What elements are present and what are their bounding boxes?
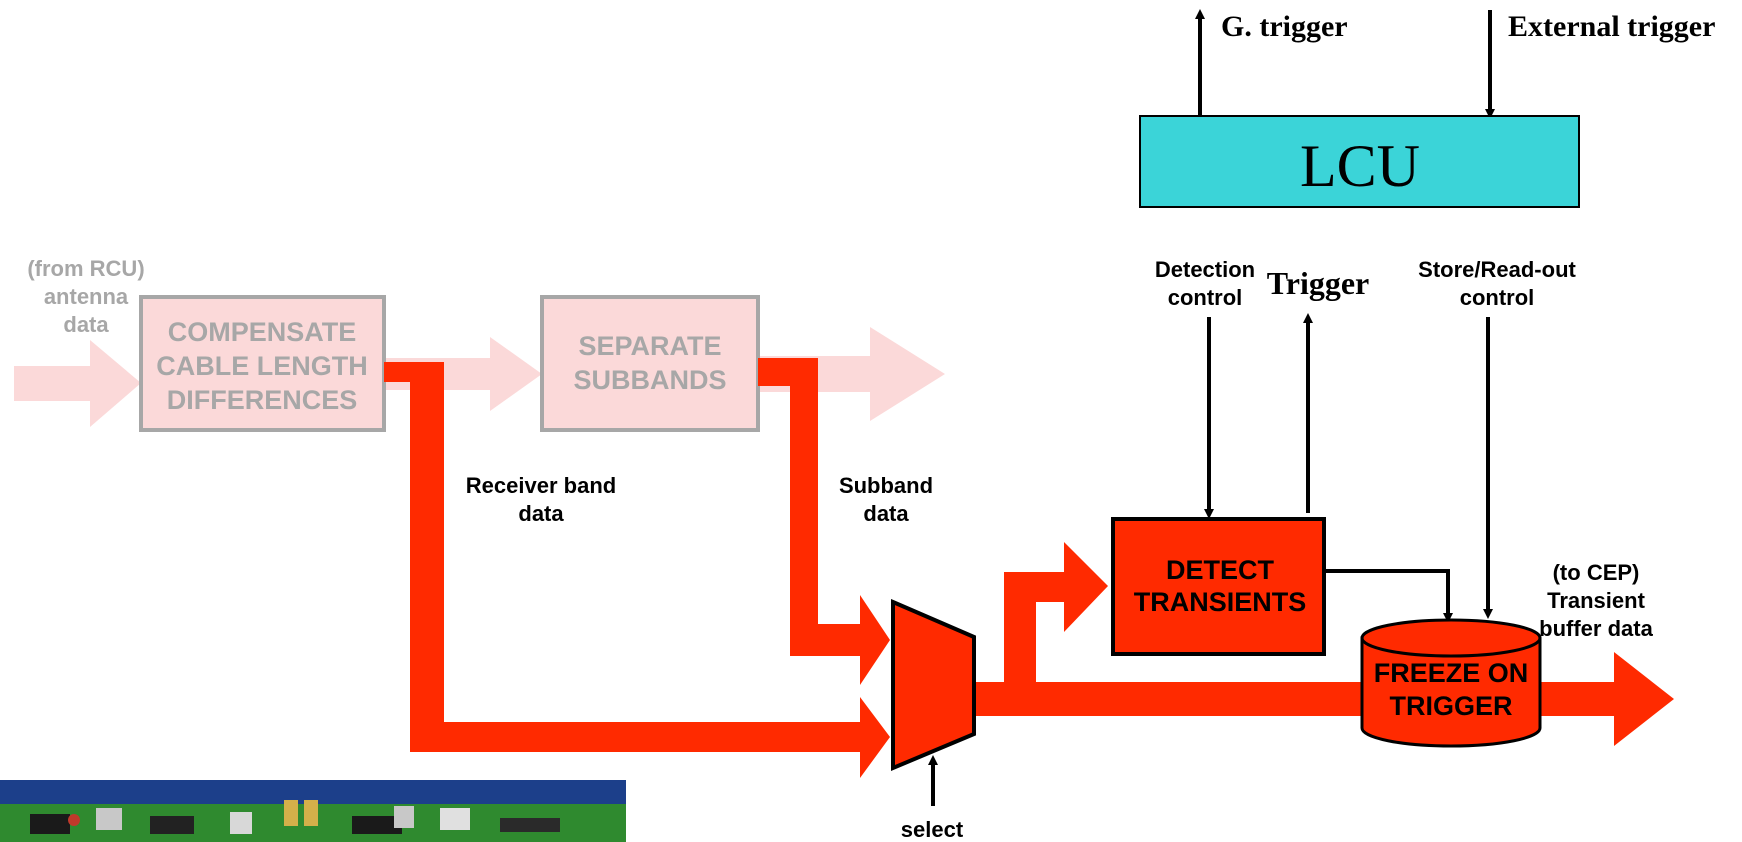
freeze-cylinder-body xyxy=(1360,636,1542,748)
data-paths xyxy=(384,358,1674,778)
board-component-10 xyxy=(500,818,560,832)
compensate-label-3: DIFFERENCES xyxy=(167,385,358,415)
from-rcu-label-2: antenna xyxy=(44,284,129,309)
upstream-section: (from RCU) antenna data COMPENSATE CABLE… xyxy=(14,256,945,432)
detect-label-1: DETECT xyxy=(1166,555,1275,585)
from-rcu-label-1: (from RCU) xyxy=(27,256,144,281)
detect-transients-block: DETECT TRANSIENTS Detection control Trig… xyxy=(1111,257,1453,656)
board-component-3 xyxy=(150,816,194,834)
board-component-8 xyxy=(394,806,414,828)
store-readout-label-2: control xyxy=(1460,285,1535,310)
to-cep-label-1: (to CEP) xyxy=(1553,560,1640,585)
board-component-4 xyxy=(230,812,252,834)
compensate-label-2: CABLE LENGTH xyxy=(156,351,368,381)
receiver-band-label-2: data xyxy=(518,501,564,526)
detect-transients-box xyxy=(1111,517,1326,656)
detection-control-label-1: Detection xyxy=(1155,257,1255,282)
freeze-label-1: FREEZE ON xyxy=(1374,658,1529,688)
subband-label-2: data xyxy=(863,501,909,526)
compensate-out-arrow xyxy=(384,337,542,411)
lcu-box xyxy=(1139,115,1580,208)
board-component-5 xyxy=(284,800,298,826)
g-trigger-label: G. trigger xyxy=(1221,10,1348,43)
detect-branch-path xyxy=(1004,542,1108,682)
board-component-6 xyxy=(304,800,318,826)
freeze-on-trigger-block: Store/Read-out control FREEZE ON TRIGGER… xyxy=(1360,257,1654,748)
board-photo xyxy=(0,780,626,842)
freeze-cylinder-top xyxy=(1360,618,1542,658)
to-cep-label-2: Transient xyxy=(1547,588,1645,613)
from-rcu-label-3: data xyxy=(63,312,109,337)
subband-label-1: Subband xyxy=(839,473,933,498)
board-component-1 xyxy=(30,814,70,834)
freeze-label-2: TRIGGER xyxy=(1389,691,1512,721)
compensate-label-1: COMPENSATE xyxy=(168,317,357,347)
trigger-label: Trigger xyxy=(1267,265,1369,301)
detection-control-label-2: control xyxy=(1168,285,1243,310)
to-cep-label-3: buffer data xyxy=(1539,616,1653,641)
separate-box xyxy=(540,295,760,432)
board-component-11 xyxy=(68,814,80,826)
external-trigger-label: External trigger xyxy=(1508,10,1715,43)
cep-output-arrow xyxy=(1540,652,1674,746)
store-readout-label-1: Store/Read-out xyxy=(1418,257,1576,282)
lcu-label: LCU xyxy=(1300,133,1420,199)
multiplexer: select xyxy=(891,598,976,842)
receiver-band-label-1: Receiver band xyxy=(466,473,616,498)
board-component-9 xyxy=(440,808,470,830)
detect-label-2: TRANSIENTS xyxy=(1134,587,1307,617)
separate-label-2: SUBBANDS xyxy=(573,365,726,395)
subband-path xyxy=(758,358,890,685)
select-label: select xyxy=(901,817,964,842)
mux-shape xyxy=(891,598,976,772)
separate-out-arrow xyxy=(758,327,945,421)
separate-label-1: SEPARATE xyxy=(578,331,721,361)
mux-output-path xyxy=(972,682,1362,716)
input-arrow xyxy=(14,340,141,427)
lcu-section: G. trigger External trigger LCU xyxy=(1139,9,1715,208)
board-component-7 xyxy=(352,816,402,834)
board-component-2 xyxy=(96,808,122,830)
detect-to-freeze-line xyxy=(1324,569,1453,623)
receiver-band-path xyxy=(384,362,890,778)
